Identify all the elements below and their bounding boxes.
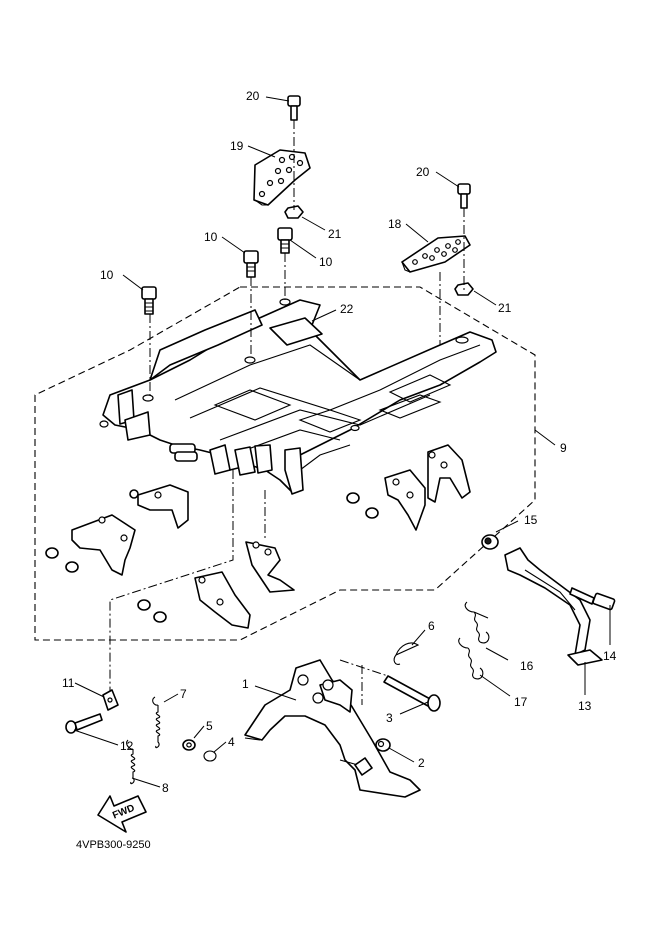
spring-17 [458,637,484,680]
callout-1: 1 [242,677,249,691]
callout-6: 6 [428,619,435,633]
leader-lines [73,96,611,788]
callout-20-right: 20 [416,165,430,179]
footrest-bracket-19 [253,149,311,206]
align-line-18 [439,208,465,345]
callout-18: 18 [388,217,402,231]
callout-22: 22 [340,302,354,316]
callout-10-left: 10 [100,268,114,282]
callout-13: 13 [578,699,592,713]
ring-4 [203,750,217,762]
mount-bracket-left-lower [45,514,136,576]
mount-bracket-lower [137,571,251,629]
callout-16: 16 [520,659,534,673]
washer-5 [182,739,196,751]
align-line-11 [109,470,234,695]
footrest-bracket-18 [401,235,471,273]
callout-3: 3 [386,711,393,725]
callout-8: 8 [162,781,169,795]
callout-5: 5 [206,719,213,733]
mount-bracket-right-lower [346,469,426,531]
callouts: 20 19 21 20 18 21 10 10 10 22 9 15 14 13… [62,89,617,795]
mount-bracket-right-upper [427,444,471,503]
sidestand-13 [504,547,603,666]
pad-22 [269,317,323,346]
spring-16 [464,601,490,644]
callout-12: 12 [120,739,134,753]
callout-4: 4 [228,735,235,749]
align-line-pin [339,659,389,705]
assembly-boundary [34,286,536,641]
callout-15: 15 [524,513,538,527]
callout-21-right: 21 [498,301,512,315]
bolt-10-left [141,286,157,315]
clip-6 [393,642,420,665]
frame-assembly [99,298,497,495]
callout-10-center: 10 [204,230,218,244]
bush-15 [481,534,499,550]
callout-19: 19 [230,139,244,153]
callout-9: 9 [560,441,567,455]
bolt-20-right [457,183,471,209]
clip-11 [102,689,119,711]
callout-21-upper: 21 [328,227,342,241]
mount-bracket-center [245,541,295,593]
spring-7 [152,696,161,749]
bolt-10-right [277,227,293,254]
callout-7: 7 [180,687,187,701]
screw-12 [65,713,103,734]
centerstand-1 [244,659,421,798]
diagram-code: 4VPB300-9250 [76,839,151,851]
callout-20-upper: 20 [246,89,260,103]
washer-2 [375,738,391,752]
forward-direction-arrow: FWD [97,795,147,833]
mount-bracket-left-upper [129,484,189,529]
callout-14: 14 [603,649,617,663]
callout-10-right: 10 [319,255,333,269]
bolt-10-center [243,250,259,278]
nut-21-upper [284,205,304,219]
callout-17: 17 [514,695,528,709]
bolt-20-upper [287,95,301,121]
callout-2: 2 [418,756,425,770]
spring-8 [126,739,136,785]
callout-11: 11 [62,676,75,690]
bolt-14 [569,587,616,611]
pin-3 [383,675,441,712]
